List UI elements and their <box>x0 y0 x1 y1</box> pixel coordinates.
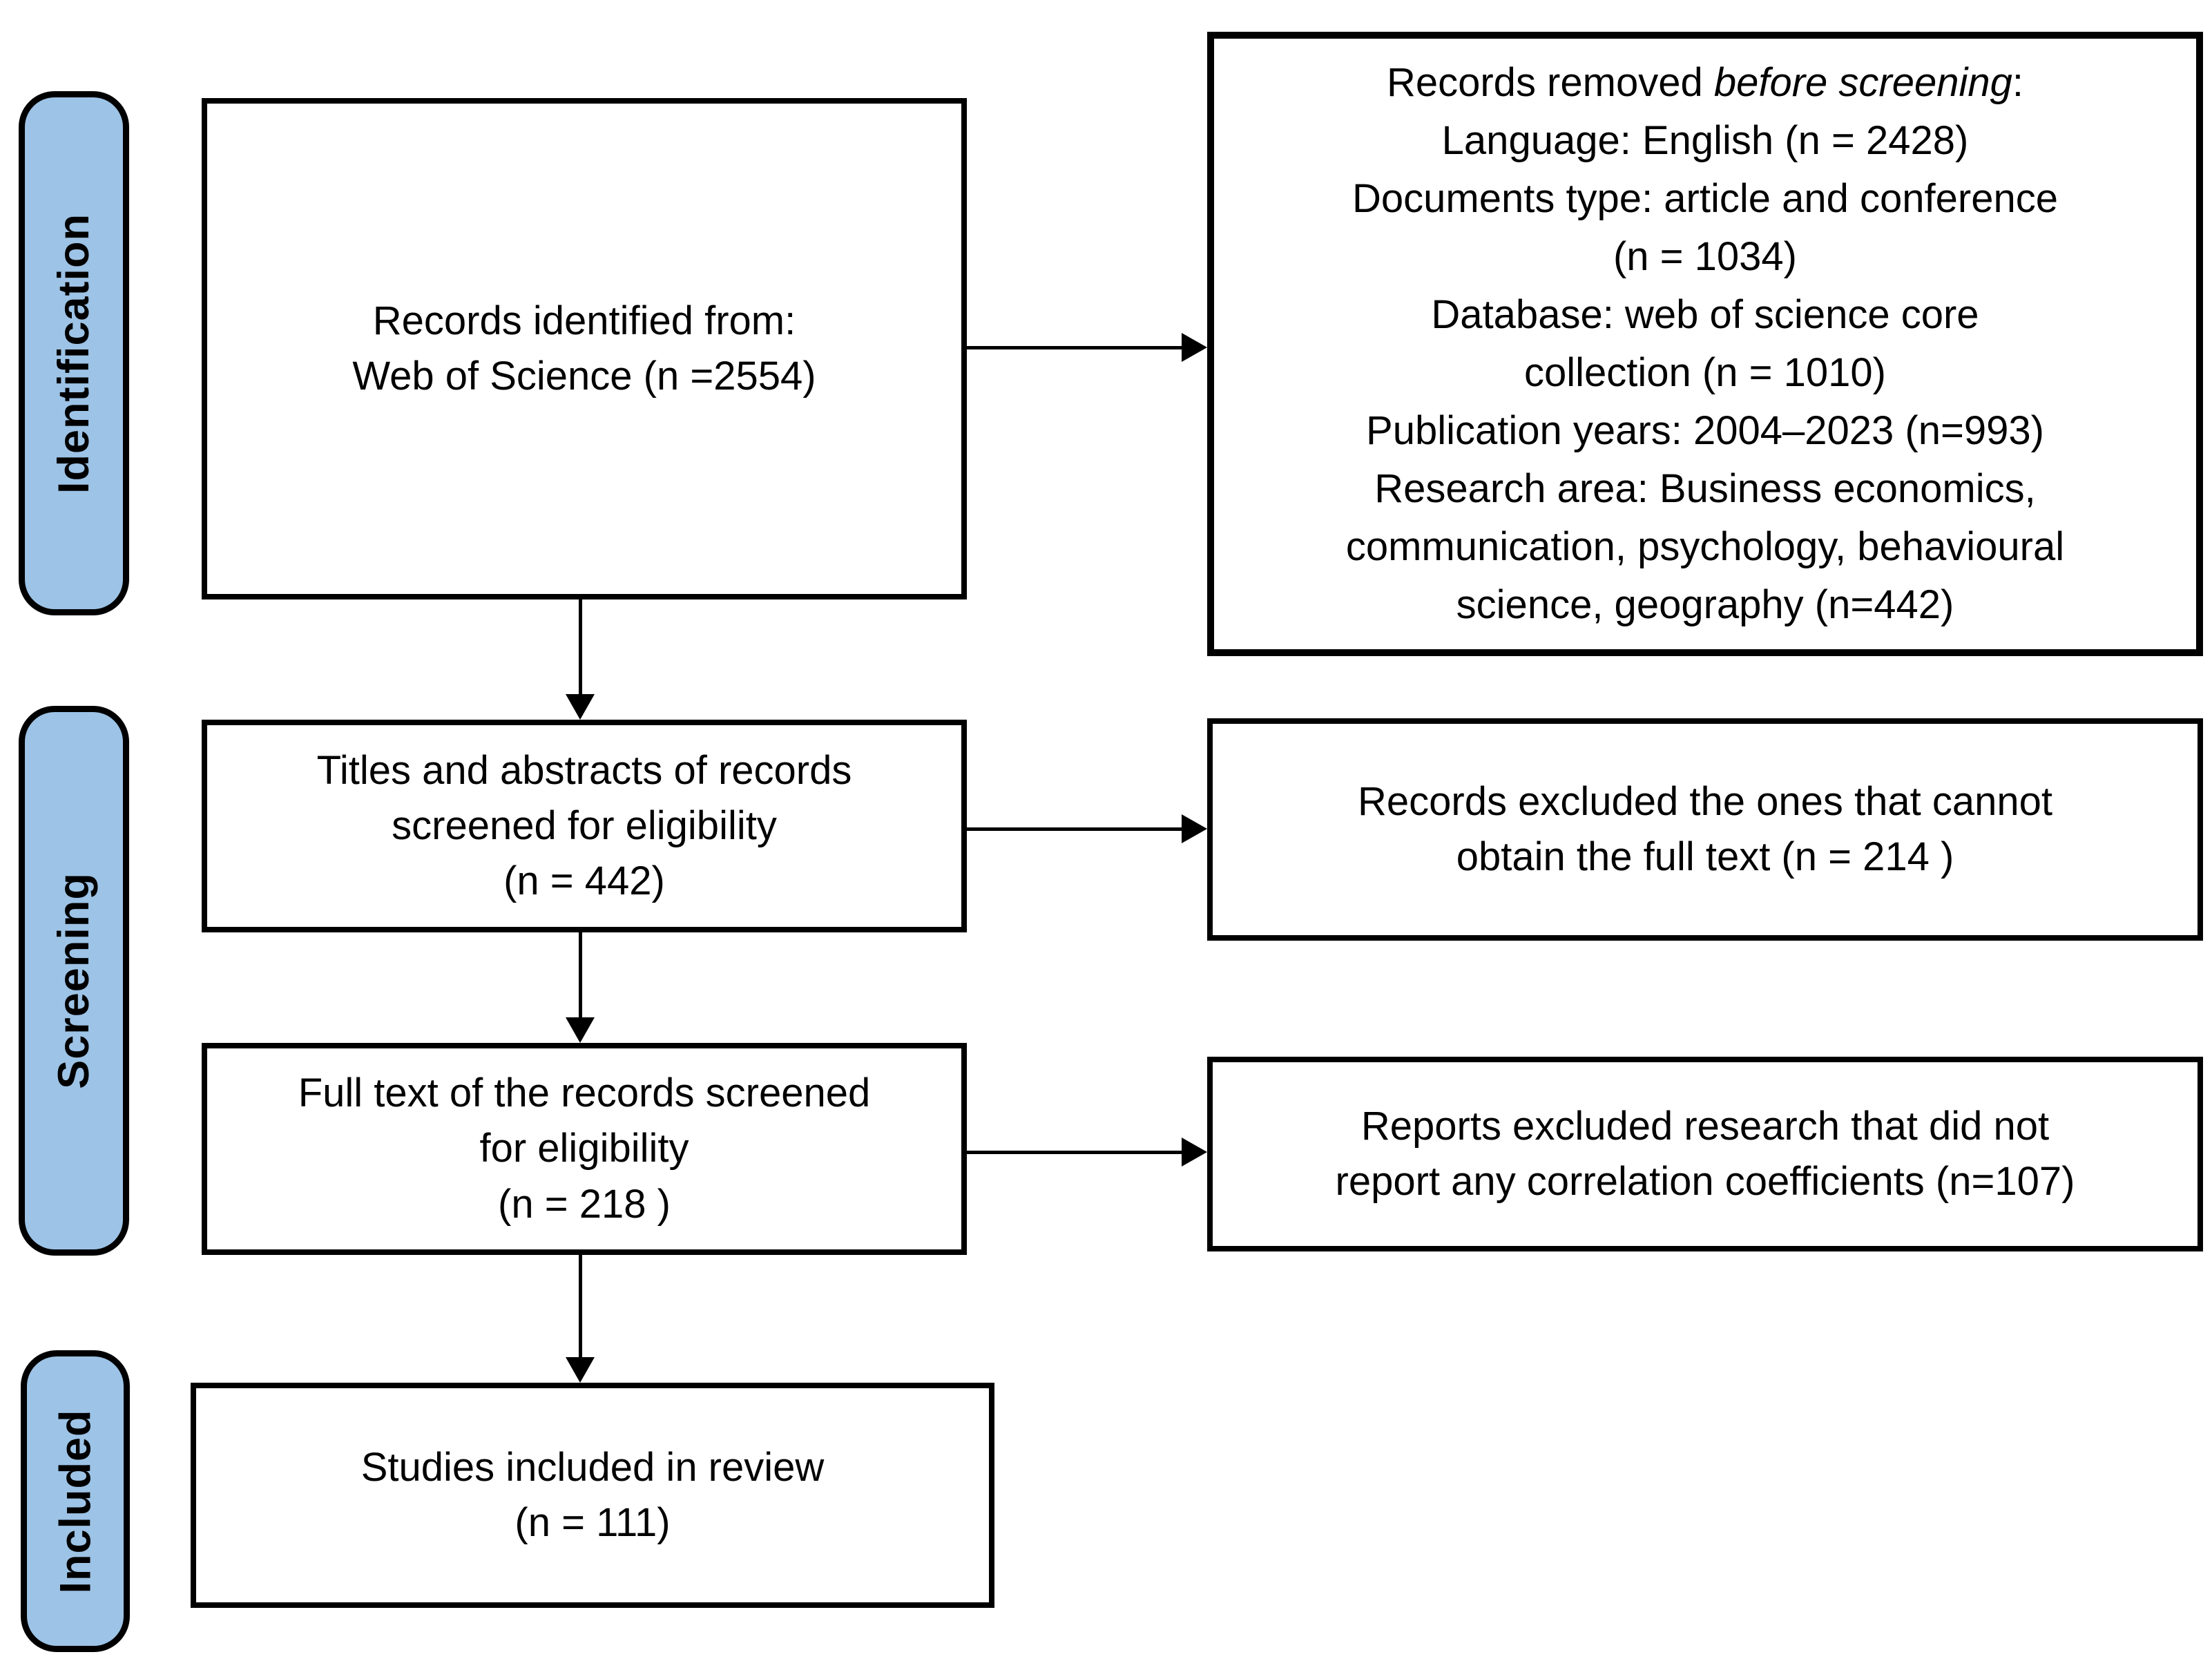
arrow-titles-to-fulltext-line <box>579 932 582 1019</box>
box-line: obtain the full text (n = 214 ) <box>1456 834 1954 879</box>
arrow-fulltext-to-excluded-line <box>967 1151 1184 1154</box>
arrow-fulltext-to-included-head <box>566 1357 595 1383</box>
box-text: Reports excluded research that did not r… <box>1318 1092 2093 1216</box>
box-line: (n = 1034) <box>1613 233 1797 279</box>
box-line: Reports excluded research that did not <box>1360 1103 2050 1149</box>
flow-box-records-excluded-no-fulltext: Records excluded the ones that cannot ob… <box>1207 718 2203 941</box>
box-line: science, geography (n=442) <box>1456 582 1954 628</box>
arrow-identified-to-removed-head <box>1182 333 1207 362</box>
box-line: report any correlation coefficients (n=1… <box>1335 1159 2075 1204</box>
arrow-titles-to-excluded-head <box>1182 814 1207 843</box>
box-text: Full text of the records screened for el… <box>280 1059 889 1238</box>
box-line: Database: web of science core <box>1431 291 1979 337</box>
arrow-titles-to-excluded-line <box>967 827 1184 831</box>
box-line: Language: English (n = 2428) <box>1441 117 1969 163</box>
arrow-fulltext-to-included-line <box>579 1255 582 1359</box>
box-line: Records excluded the ones that cannot <box>1358 778 2052 824</box>
flow-box-fulltext-screened: Full text of the records screened for el… <box>202 1043 967 1255</box>
box-line: (n = 111) <box>514 1500 671 1545</box>
stage-label-text: Identification <box>50 213 98 494</box>
box-line: Publication years: 2004–2023 (n=993) <box>1366 408 2044 454</box>
box-text: Studies included in review (n = 111) <box>343 1433 843 1557</box>
box-line: for eligibility <box>479 1126 689 1171</box>
arrow-identified-to-titles-line <box>579 599 582 696</box>
box-line: (n = 442) <box>503 858 665 904</box>
flow-box-reports-excluded-no-correlation: Reports excluded research that did not r… <box>1207 1057 2203 1251</box>
box-line: Records removed <box>1386 59 1714 105</box>
box-line: collection (n = 1010) <box>1524 350 1886 395</box>
stage-label-identification: Identification <box>19 91 129 615</box>
arrow-titles-to-fulltext-head <box>566 1017 595 1043</box>
box-line: screened for eligibility <box>392 803 777 848</box>
box-line-italic: before screening <box>1713 59 2012 105</box>
box-line: Research area: Business economics, <box>1374 466 2036 512</box>
flow-box-titles-abstracts-screened: Titles and abstracts of records screened… <box>202 720 967 932</box>
box-line: Documents type: article and conference <box>1352 175 2058 221</box>
arrow-identified-to-titles-head <box>566 694 595 720</box>
box-text: Records excluded the ones that cannot ob… <box>1340 767 2070 892</box>
flow-box-studies-included: Studies included in review (n = 111) <box>191 1383 994 1608</box>
box-line: Web of Science (n =2554) <box>352 354 816 399</box>
box-line: (n = 218 ) <box>498 1181 671 1227</box>
arrow-fulltext-to-excluded-head <box>1182 1138 1207 1167</box>
stage-label-text: Screening <box>50 872 99 1089</box>
box-text: Records removed before screening: Langua… <box>1334 50 2077 639</box>
stage-label-screening: Screening <box>19 706 129 1256</box>
box-line: Full text of the records screened <box>298 1071 871 1116</box>
box-line: : <box>2012 59 2024 105</box>
stage-label-included: Included <box>21 1350 130 1652</box>
box-line: Records identified from: <box>372 298 796 343</box>
flow-box-records-removed-before-screening: Records removed before screening: Langua… <box>1207 32 2203 656</box>
box-text: Records identified from: Web of Science … <box>334 287 834 411</box>
stage-label-text: Included <box>51 1408 100 1594</box>
arrow-identified-to-removed-line <box>967 346 1184 349</box>
box-line: Studies included in review <box>360 1444 825 1490</box>
box-text: Titles and abstracts of records screened… <box>299 736 870 916</box>
box-line: Titles and abstracts of records <box>316 747 852 793</box>
flow-box-records-identified: Records identified from: Web of Science … <box>202 98 967 599</box>
box-line: communication, psychology, behavioural <box>1345 524 2065 570</box>
